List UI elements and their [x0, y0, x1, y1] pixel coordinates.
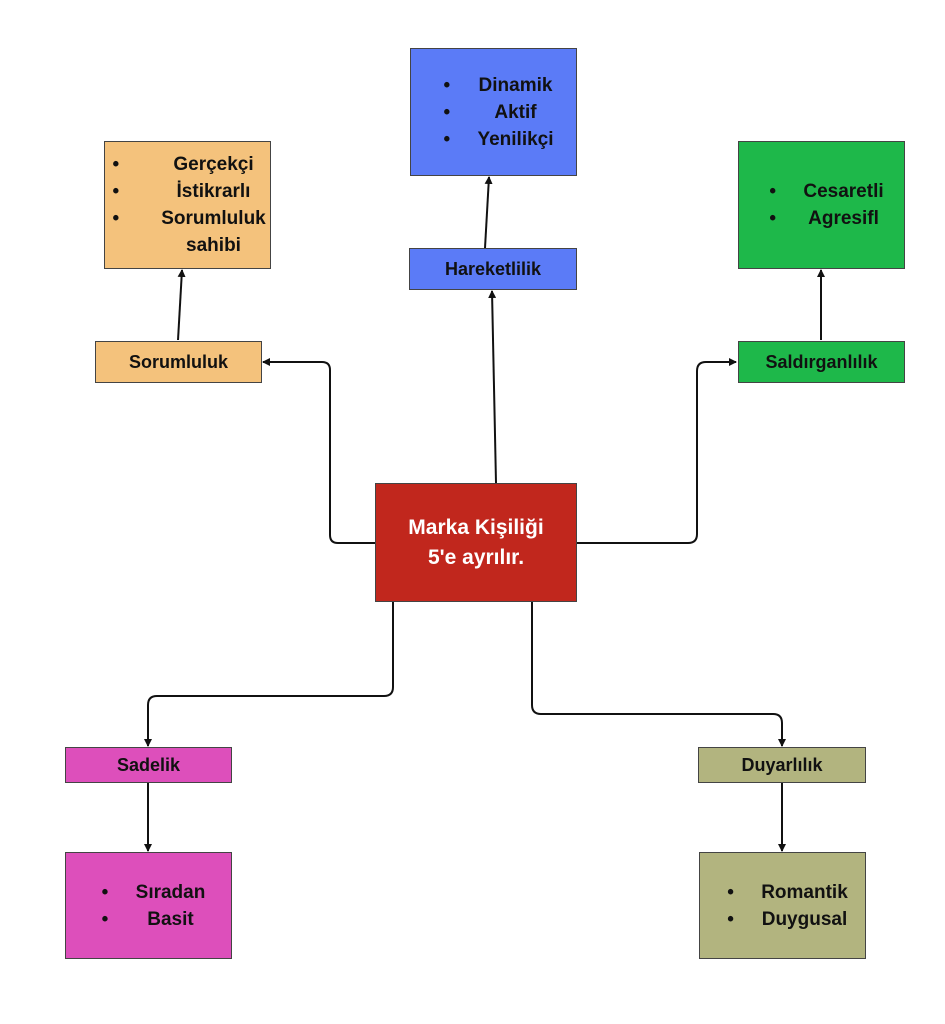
list-item: Aktif — [433, 99, 553, 126]
list-saldirganlik: Cesaretli Agresifl — [738, 141, 905, 269]
connector-saldirganlik — [576, 358, 737, 544]
list-item: Yenilikçi — [433, 126, 553, 153]
list-saldirganlik-items: Cesaretli Agresifl — [759, 178, 883, 232]
list-item: Romantik — [717, 879, 848, 906]
list-sorumluluk-items: Gerçekçi İstikrarlı Sorumluluk sahibi — [103, 151, 273, 259]
connector-sadelik — [144, 602, 394, 747]
node-sadelik-label: Sadelik — [116, 754, 181, 775]
list-item: Sorumluluk sahibi — [103, 205, 273, 259]
list-item: Duygusal — [717, 906, 848, 933]
list-item: Agresifl — [759, 205, 883, 232]
list-item: Basit — [92, 906, 206, 933]
node-duyarlilik: Duyarlılık — [698, 747, 866, 783]
center-node: Marka Kişiliği 5'e ayrılır. — [375, 483, 577, 602]
list-hareketlilik: Dinamik Aktif Yenilikçi — [410, 48, 577, 176]
list-item: Cesaretli — [759, 178, 883, 205]
node-sorumluluk: Sorumluluk — [95, 341, 262, 383]
list-sadelik: Sıradan Basit — [65, 852, 232, 959]
connector-sorumluluk-list — [177, 269, 186, 341]
connector-hareketlilik-list — [484, 176, 493, 249]
connector-sorumluluk — [262, 358, 376, 544]
center-line-2: 5'e ayrılır. — [427, 545, 525, 569]
center-line-1: Marka Kişiliği — [408, 515, 544, 539]
node-saldirganlik: Saldırganlılık — [738, 341, 905, 383]
list-item: İstikrarlı — [103, 178, 273, 205]
list-duyarlilik: Romantik Duygusal — [699, 852, 866, 959]
node-sadelik: Sadelik — [65, 747, 232, 783]
node-duyarlilik-label: Duyarlılık — [741, 754, 823, 775]
list-sadelik-items: Sıradan Basit — [92, 879, 206, 933]
connector-duyarlilik — [531, 602, 786, 747]
list-item: Sıradan — [92, 879, 206, 906]
node-saldirganlik-label: Saldırganlılık — [765, 351, 878, 372]
node-hareketlilik: Hareketlilik — [409, 248, 577, 290]
list-sorumluluk: Gerçekçi İstikrarlı Sorumluluk sahibi — [104, 141, 271, 269]
list-item: Dinamik — [433, 72, 553, 99]
node-sorumluluk-label: Sorumluluk — [128, 351, 228, 372]
node-hareketlilik-label: Hareketlilik — [444, 258, 542, 279]
list-hareketlilik-items: Dinamik Aktif Yenilikçi — [433, 72, 553, 153]
list-item: Gerçekçi — [103, 151, 273, 178]
list-duyarlilik-items: Romantik Duygusal — [717, 879, 848, 933]
connector-hareketlilik — [488, 290, 497, 484]
